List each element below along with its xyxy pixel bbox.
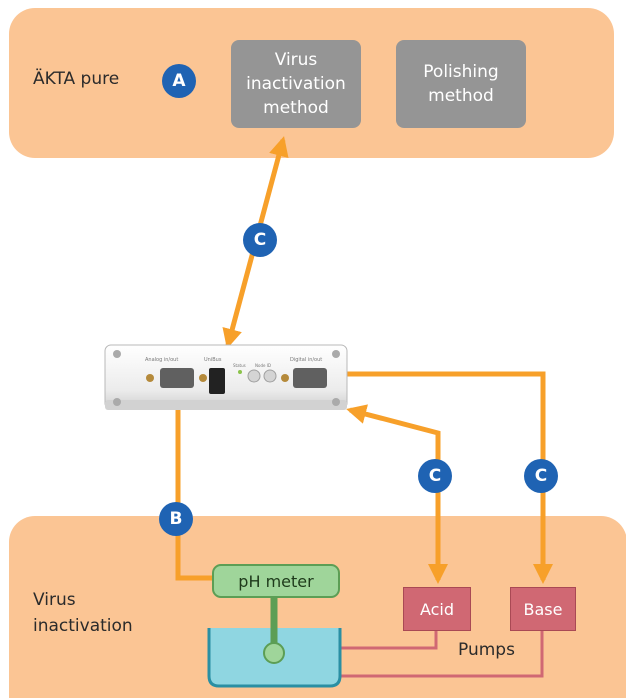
badge-b: B bbox=[159, 502, 193, 536]
badge-c-method: C bbox=[243, 223, 277, 257]
status-label: Status bbox=[233, 363, 246, 368]
base-pump: Base bbox=[510, 587, 576, 631]
badge-c-base: C bbox=[524, 459, 558, 493]
acid-label: Acid bbox=[419, 599, 455, 619]
analog-inout-label: Analog in/out bbox=[145, 357, 178, 363]
arrow-digital-to-base bbox=[326, 364, 553, 584]
arrow-ph-meter-to-analog bbox=[168, 384, 214, 581]
ph-probe-bulb bbox=[263, 642, 285, 664]
akta-pure-label: ÄKTA pure bbox=[33, 69, 120, 89]
base-label: Base bbox=[523, 599, 563, 619]
virus-inactivation-method-box: Virus inactivation method bbox=[231, 40, 361, 128]
ph-meter-box: pH meter bbox=[212, 564, 340, 598]
virus-inactivation-method-label: Virus inactivation method bbox=[246, 50, 346, 118]
pumps-label: Pumps bbox=[458, 640, 515, 660]
io-device bbox=[104, 344, 348, 410]
acid-pump: Acid bbox=[403, 587, 471, 631]
badge-c-acid: C bbox=[418, 459, 452, 493]
polishing-method-label: Polishing method bbox=[423, 62, 499, 106]
ph-meter-label: pH meter bbox=[238, 571, 314, 591]
node-id-label: Node ID bbox=[255, 363, 271, 368]
badge-a: A bbox=[162, 64, 196, 98]
base-tube bbox=[340, 629, 544, 678]
digital-inout-label: Digital in/out bbox=[290, 357, 322, 363]
unibus-label: UniBus bbox=[204, 357, 222, 363]
arrow-digital-to-acid bbox=[346, 404, 448, 584]
acid-tube bbox=[340, 629, 438, 650]
virus-inactivation-label: Virus inactivation bbox=[33, 590, 133, 636]
polishing-method-box: Polishing method bbox=[396, 40, 526, 128]
